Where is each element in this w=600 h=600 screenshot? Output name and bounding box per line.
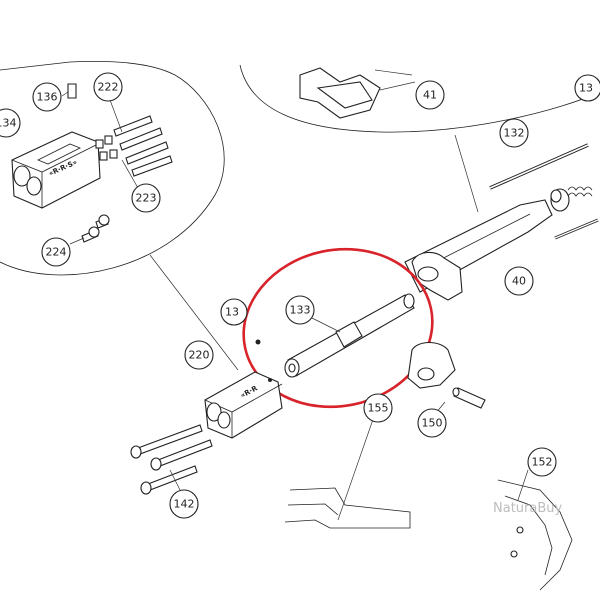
svg-text:136: 136: [37, 91, 58, 104]
svg-text:133: 133: [290, 304, 311, 317]
part-223-nuts: [95, 135, 139, 189]
callout-132: 132: [499, 118, 529, 148]
part-133-tube: [284, 293, 415, 378]
svg-text:142: 142: [174, 498, 195, 511]
detail-circle-top: [239, 64, 600, 133]
svg-text:220: 220: [189, 349, 210, 362]
svg-text:134: 134: [0, 117, 17, 130]
callout-133: 133: [285, 295, 341, 333]
part-dot: [255, 339, 261, 345]
callout-40: 40: [504, 266, 534, 296]
leader-detail-to-40: [454, 134, 479, 213]
svg-text:155: 155: [368, 402, 389, 415]
part-152-assembly: [497, 469, 573, 591]
part-142-screws: [130, 424, 213, 495]
watermark-text: NaturaBuy: [493, 501, 562, 516]
callout-223: 223: [131, 183, 161, 213]
callout-155: 155: [363, 393, 393, 423]
leader-155: [337, 404, 379, 521]
part-40-rail: [404, 199, 553, 301]
part-150-pin: [452, 387, 486, 409]
part-132-rod: [489, 143, 599, 240]
callout-136: 136: [32, 82, 62, 112]
svg-text:223: 223: [136, 192, 157, 205]
part-134-block: «R·R·S»: [11, 131, 101, 209]
callout-152: 152: [527, 447, 557, 477]
part-41-assembly: [299, 67, 416, 119]
svg-text:13: 13: [225, 306, 239, 319]
svg-text:41: 41: [423, 89, 437, 102]
highlight-circle: [242, 247, 434, 409]
part-136-pin: [61, 83, 77, 99]
svg-text:152: 152: [532, 456, 553, 469]
svg-text:222: 222: [98, 81, 119, 94]
part-220-block: «R·R: [204, 371, 283, 439]
callouts: 136 222 134 223 224 41 13 132: [0, 72, 600, 519]
callout-142: 142: [169, 489, 199, 519]
callout-13-top: 13: [574, 74, 600, 102]
part-bushing-spring: [550, 186, 593, 212]
callout-134: 134: [0, 108, 21, 138]
part-224-screws: [69, 214, 110, 245]
callout-222: 222: [93, 72, 123, 102]
callout-41: 41: [415, 80, 445, 110]
svg-text:40: 40: [512, 275, 526, 288]
callout-150: 150: [417, 408, 447, 438]
part-bottom-assembly: [284, 487, 411, 529]
svg-text:150: 150: [422, 417, 443, 430]
svg-text:132: 132: [504, 127, 525, 140]
part-clamp-lower: [407, 341, 456, 389]
svg-text:224: 224: [46, 246, 67, 259]
callout-13-left: 13: [220, 298, 248, 326]
part-222-pins: [109, 99, 173, 177]
leader-detail-to-220: [149, 254, 239, 371]
callout-224: 224: [41, 237, 71, 267]
detail-circle-left: [0, 60, 225, 276]
callout-220: 220: [184, 340, 214, 370]
svg-text:13: 13: [579, 82, 593, 95]
